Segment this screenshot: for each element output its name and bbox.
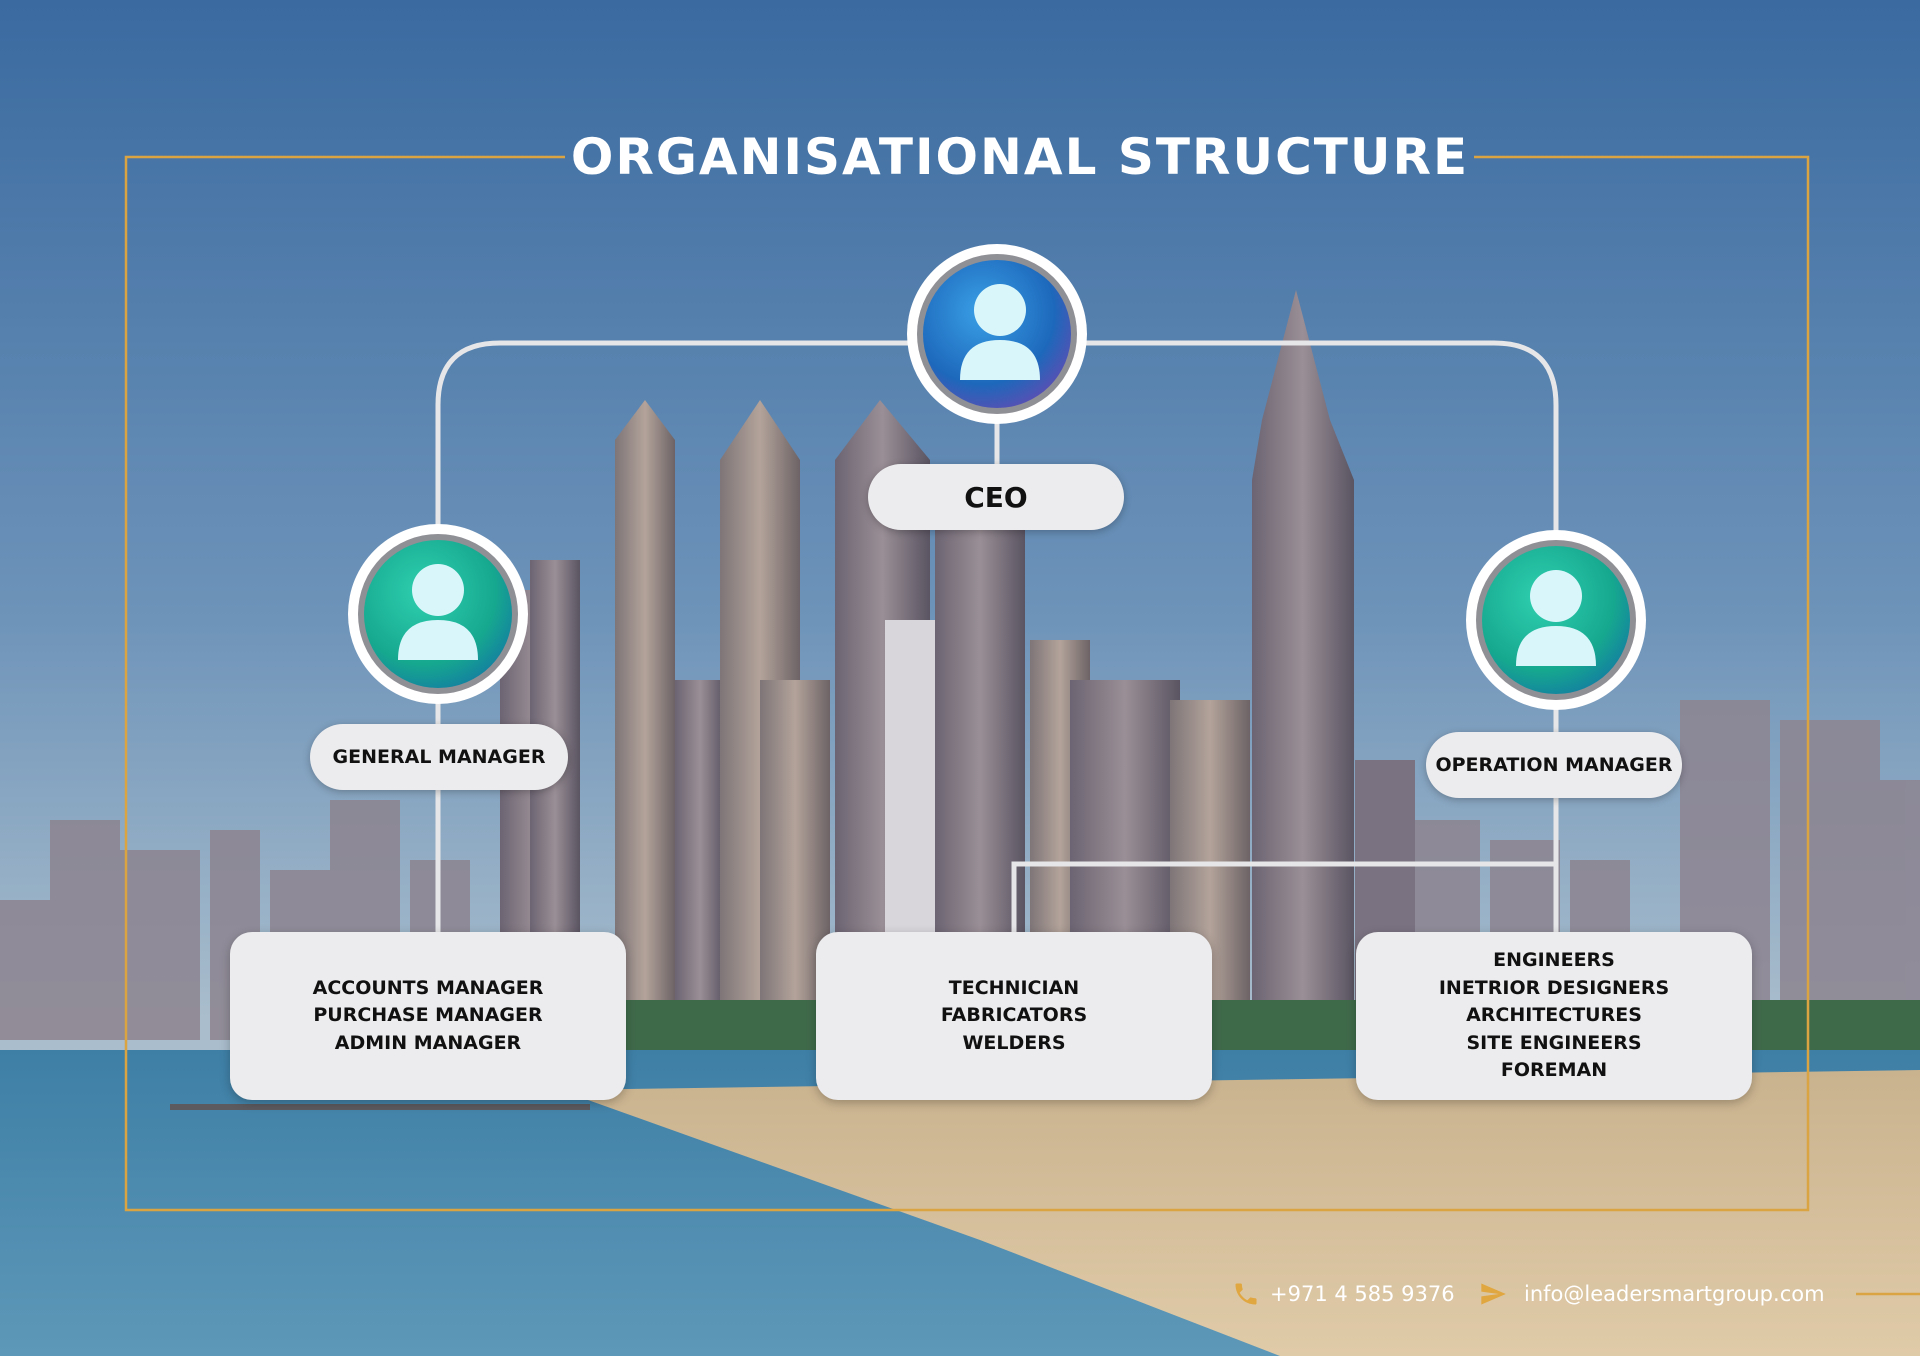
gold-frame [124, 155, 1920, 1296]
send-icon [1481, 1283, 1506, 1305]
page-title: ORGANISATIONAL STRUCTURE [570, 128, 1470, 186]
list-item: WELDERS [962, 1031, 1066, 1054]
list-item: ARCHITECTURES [1466, 1004, 1642, 1027]
engineering-staff-box: ENGINEERS INETRIOR DESIGNERS ARCHITECTUR… [1356, 932, 1752, 1100]
list-item: INETRIOR DESIGNERS [1438, 976, 1670, 999]
list-item: SITE ENGINEERS [1466, 1031, 1642, 1054]
list-item: FABRICATORS [940, 1004, 1088, 1027]
email-link[interactable]: info@leadersmartgroup.com [1524, 1282, 1825, 1306]
phone-icon [1235, 1283, 1257, 1305]
user-icon [1516, 570, 1596, 666]
ceo-label: CEO [868, 464, 1124, 530]
workshop-staff-box: TECHNICIAN FABRICATORS WELDERS [816, 932, 1212, 1100]
list-item: ACCOUNTS MANAGER [312, 976, 544, 999]
connector-ceo-om [1069, 340, 1559, 539]
connectors [435, 340, 1559, 937]
operation-manager-label: OPERATION MANAGER [1426, 732, 1682, 798]
general-manager-label: GENERAL MANAGER [310, 724, 568, 790]
list-item: FOREMAN [1500, 1059, 1608, 1082]
list-item: ENGINEERS [1493, 949, 1615, 972]
phone-link[interactable]: +971 4 585 9376 [1270, 1282, 1455, 1306]
user-icon [960, 284, 1040, 380]
operation-manager-avatar [1466, 530, 1646, 710]
connector-ceo-gm [435, 340, 928, 533]
user-icon [398, 564, 478, 660]
workshop-staff-list: TECHNICIAN FABRICATORS WELDERS [941, 975, 1087, 1058]
admin-staff-box: ACCOUNTS MANAGER PURCHASE MANAGER ADMIN … [230, 932, 626, 1100]
general-manager-avatar [348, 524, 528, 704]
list-item: ADMIN MANAGER [334, 1031, 522, 1054]
admin-staff-list: ACCOUNTS MANAGER PURCHASE MANAGER ADMIN … [313, 975, 544, 1058]
engineering-staff-list: ENGINEERS INETRIOR DESIGNERS ARCHITECTUR… [1439, 947, 1669, 1085]
ceo-avatar [907, 244, 1087, 424]
list-item: TECHNICIAN [948, 976, 1080, 999]
connector-om-mid-box [1011, 861, 1559, 937]
list-item: PURCHASE MANAGER [313, 1004, 543, 1027]
